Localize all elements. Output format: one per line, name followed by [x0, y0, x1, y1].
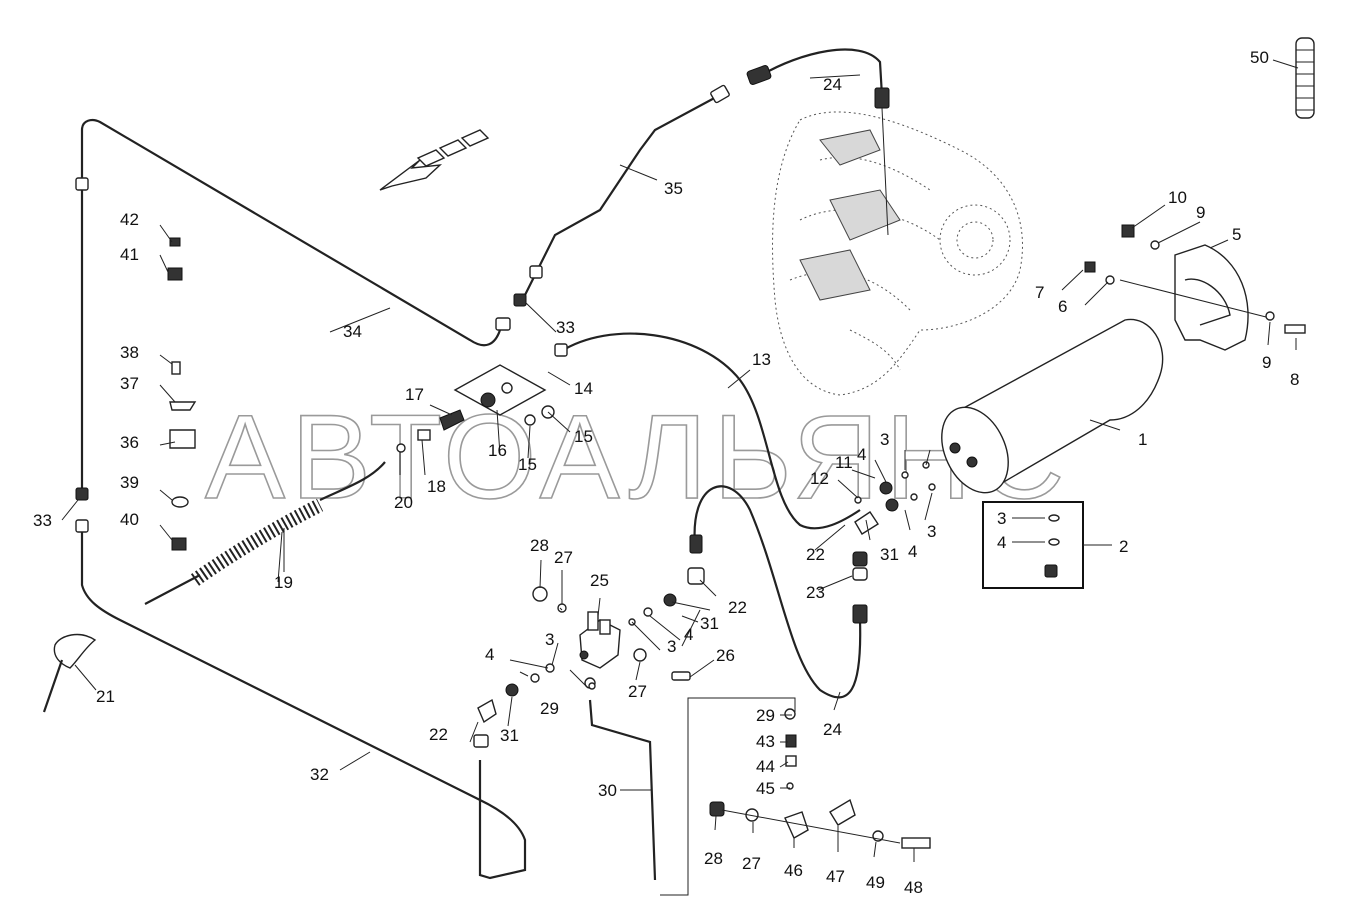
callout-45: 45	[756, 779, 775, 798]
tank-bracket	[1119, 244, 1271, 351]
direction-arrow-icon	[379, 129, 490, 191]
callout-27: 27	[554, 548, 573, 567]
callout-10: 10	[1168, 188, 1187, 207]
callout-40: 40	[120, 510, 139, 529]
callout-31: 31	[700, 614, 719, 633]
callout-4: 4	[908, 542, 917, 561]
callout-43: 43	[756, 732, 775, 751]
callout-44: 44	[756, 757, 775, 776]
engine-outline	[772, 111, 1023, 396]
callout-31: 31	[500, 726, 519, 745]
callout-25: 25	[590, 571, 609, 590]
callout-32: 32	[310, 765, 329, 784]
callout-28: 28	[704, 849, 723, 868]
small-fittings	[167, 224, 1306, 849]
callout-22: 22	[728, 598, 747, 617]
pipe-30	[588, 697, 796, 896]
air-tank	[941, 318, 1164, 494]
top-hose	[746, 48, 890, 236]
callout-4: 4	[485, 645, 494, 664]
callout-3: 3	[927, 522, 936, 541]
lower-hose	[689, 485, 868, 699]
valve-25	[579, 611, 621, 669]
callout-30: 30	[598, 781, 617, 800]
callout-3: 3	[545, 630, 554, 649]
callout-labels: 1 2 3 3 3 3 3 4 4 4 4 4 5 6 7 8 9 9 10 1…	[33, 48, 1299, 897]
callout-6: 6	[1058, 297, 1067, 316]
lever-21	[42, 633, 97, 713]
callout-48: 48	[904, 878, 923, 897]
kit-item-3: 3	[997, 509, 1006, 528]
callout-22: 22	[429, 725, 448, 744]
callout-17: 17	[405, 385, 424, 404]
callout-27: 27	[742, 854, 761, 873]
callout-26: 26	[716, 646, 735, 665]
callout-2: 2	[1119, 537, 1128, 556]
callout-20: 20	[394, 493, 413, 512]
callout-24: 24	[823, 720, 842, 739]
callout-4: 4	[857, 445, 866, 464]
pipe-32	[75, 190, 527, 880]
kit-box: 3 4	[982, 501, 1084, 589]
callout-35: 35	[664, 179, 683, 198]
callout-9: 9	[1196, 203, 1205, 222]
callout-47: 47	[826, 867, 845, 886]
callout-42: 42	[120, 210, 139, 229]
callout-31: 31	[880, 545, 899, 564]
callout-29: 29	[756, 706, 775, 725]
callout-41: 41	[120, 245, 139, 264]
callout-3: 3	[667, 637, 676, 656]
callout-37: 37	[120, 374, 139, 393]
callout-13: 13	[752, 350, 771, 369]
callout-19: 19	[274, 573, 293, 592]
callout-15: 15	[518, 455, 537, 474]
callout-24: 24	[823, 75, 842, 94]
callout-1: 1	[1138, 430, 1147, 449]
callout-39: 39	[120, 473, 139, 492]
callout-11: 11	[835, 453, 853, 472]
callout-18: 18	[427, 477, 446, 496]
callout-49: 49	[866, 873, 885, 892]
pipe-13	[554, 332, 861, 530]
callout-22: 22	[806, 545, 825, 564]
part-50	[1295, 37, 1315, 119]
callout-50: 50	[1250, 48, 1269, 67]
callout-12: 12	[810, 469, 829, 488]
kit-item-4: 4	[997, 533, 1006, 552]
callout-23: 23	[806, 583, 825, 602]
callout-15: 15	[574, 427, 593, 446]
callout-4: 4	[684, 625, 693, 644]
pipe-34	[75, 119, 511, 347]
callout-7: 7	[1035, 283, 1044, 302]
callout-21: 21	[96, 687, 115, 706]
callout-28: 28	[530, 536, 549, 555]
watermark-text: АВТОАЛЬЯНС	[205, 390, 1070, 524]
callout-36: 36	[120, 433, 139, 452]
callout-3: 3	[880, 430, 889, 449]
callout-8: 8	[1290, 370, 1299, 389]
callout-16: 16	[488, 441, 507, 460]
callout-46: 46	[784, 861, 803, 880]
callout-33: 33	[556, 318, 575, 337]
callout-33: 33	[33, 511, 52, 530]
callout-34: 34	[343, 322, 362, 341]
callout-9: 9	[1262, 353, 1271, 372]
callout-5: 5	[1232, 225, 1241, 244]
callout-27: 27	[628, 682, 647, 701]
callout-14: 14	[574, 379, 593, 398]
leader-lines	[61, 59, 1299, 862]
pipe-35	[513, 84, 730, 307]
spring-cable	[144, 461, 386, 605]
callout-38: 38	[120, 343, 139, 362]
callout-29: 29	[540, 699, 559, 718]
